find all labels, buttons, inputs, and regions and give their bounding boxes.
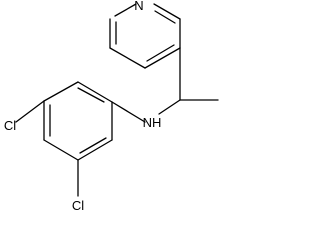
pyridine-nitrogen-label: N (134, 0, 143, 13)
bond (144, 47, 181, 69)
bond (77, 81, 113, 103)
bond (154, 10, 176, 24)
bond (15, 100, 45, 123)
bond (77, 87, 105, 103)
bond (158, 99, 181, 115)
bond (109, 47, 146, 69)
molecule-structure: N NH Cl Cl (4, 0, 219, 213)
molecule-diagram: N NH Cl Cl (4, 0, 219, 213)
chlorine-ortho-label: Cl (72, 198, 84, 213)
bond (114, 3, 137, 17)
bond (43, 81, 79, 102)
amine-label: NH (143, 115, 162, 130)
bond (77, 139, 113, 161)
dichlorophenyl-ring (43, 81, 113, 161)
bond (153, 3, 181, 20)
bond (43, 139, 79, 161)
pyridine-ring (109, 3, 181, 69)
bond (111, 101, 146, 123)
chlorine-para-label: Cl (4, 118, 16, 133)
bond (146, 44, 175, 62)
bond (79, 137, 107, 154)
